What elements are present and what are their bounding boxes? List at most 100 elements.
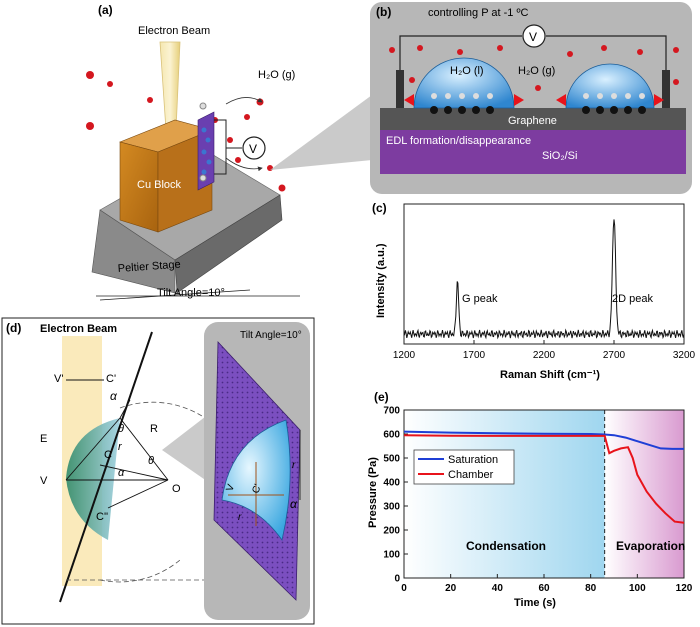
evaporation-label: Evaporation [616, 539, 685, 553]
ion-charges [431, 93, 645, 99]
condensation-label: Condensation [466, 539, 546, 553]
probe-tip [199, 174, 207, 182]
alpha-symbol-3d: α [290, 497, 298, 511]
panel-d-beam-label: Electron Beam [40, 323, 117, 335]
voltmeter-b [522, 24, 546, 48]
cu-block-label: Cu Block [137, 179, 182, 191]
pressure-y-tick-label: 400 [383, 478, 400, 489]
alpha-symbol-top: α [110, 389, 118, 403]
tilt-angle-d-label: Tilt Angle=10° [240, 330, 302, 341]
theta-symbol-top: θ [118, 423, 124, 435]
raman-spectrum-line [403, 219, 685, 340]
panel-d: (d) Electron Beam V' C' E V C C'' O R r … [1, 317, 315, 625]
vapor-molecules [389, 45, 679, 91]
panel-b-label: (b) [376, 5, 391, 19]
pressure-ylabel: Pressure (Pa) [367, 457, 379, 528]
point-o: O [172, 483, 181, 495]
voltmeter-a [242, 136, 266, 160]
peltier-front [91, 209, 176, 294]
pressure-legend [413, 449, 515, 485]
panel-a-label: (a) [98, 3, 113, 17]
pressure-y-tick-label: 500 [383, 454, 400, 465]
label-r-3d-lower: r [238, 512, 242, 523]
substrate-layer [380, 128, 686, 174]
pressure-y-tick-label: 300 [383, 502, 400, 513]
pressure-x-tick-label: 0 [401, 583, 407, 594]
label-r-3d-upper: r [292, 460, 296, 471]
peltier-stage-label: Peltier Stage [117, 259, 181, 275]
point-v-3d: V [224, 483, 237, 493]
panel-a: (a) Electron Beam H₂O (g) Peltier Stage … [86, 3, 372, 301]
evaporation-region [604, 410, 684, 578]
geometry-lines [65, 379, 169, 509]
panel-d-label: (d) [6, 321, 21, 335]
panel-b-title: controlling P at -1 ºC [428, 7, 528, 19]
expansion-arrows [404, 94, 664, 106]
edl-label: EDL formation/disappearance [386, 135, 531, 147]
raman-x-tick-label: 2200 [533, 350, 556, 361]
raman-x-tick-label: 2700 [603, 350, 626, 361]
droplet-cross-section [66, 418, 120, 540]
raman-2d-peak-label: 2D peak [612, 293, 653, 305]
pressure-x-tick-label: 40 [492, 583, 504, 594]
voltmeter-a-label: V [249, 142, 257, 156]
panel-b: (b) controlling P at -1 ºC V Graphene ED… [370, 2, 692, 194]
graphene-label: Graphene [508, 115, 557, 127]
panel-c: (c) Intensity (a.u.) Raman Shift (cm⁻¹) … [372, 201, 696, 381]
pressure-y-tick-label: 200 [383, 526, 400, 537]
pressure-y-tick-label: 100 [383, 550, 400, 561]
substrate-label: SiO₂/Si [542, 150, 577, 162]
zoom-connector-a [270, 95, 372, 170]
h2o-gas-b-label: H₂O (g) [518, 65, 555, 77]
sample-droplets [201, 127, 212, 175]
h2o-gas-label: H₂O (g) [258, 69, 295, 81]
panel-d-frame [1, 317, 315, 625]
panel-c-label: (c) [372, 201, 387, 215]
legend-saturation: Saturation [448, 454, 498, 466]
pressure-y-tick-label: 0 [394, 574, 400, 585]
panel-e-label: (e) [374, 390, 389, 404]
raman-plot-frame [403, 203, 685, 345]
circuit-wire [214, 119, 227, 175]
legend-chamber: Chamber [448, 469, 494, 481]
raman-xlabel: Raman Shift (cm⁻¹) [500, 369, 600, 381]
alpha-symbol-mid: α [118, 467, 125, 479]
voltmeter-b-label: V [529, 30, 537, 44]
graphene-charges [430, 106, 646, 114]
point-v-prime: V' [54, 373, 63, 385]
point-v: V [40, 475, 48, 487]
h2o-liquid-label: H₂O (l) [450, 65, 484, 77]
pressure-x-tick-label: 60 [538, 583, 550, 594]
peltier-side [174, 194, 283, 294]
raman-x-tick-label: 1700 [463, 350, 486, 361]
raman-x-ticks: 1200 1700 2200 2700 3200 [393, 340, 696, 361]
pressure-x-tick-label: 120 [676, 583, 693, 594]
saturation-series-line [403, 430, 684, 450]
point-c-double-prime: C'' [96, 511, 108, 523]
theta-symbol-mid: θ [148, 455, 154, 467]
pressure-y-tick-label: 600 [383, 430, 400, 441]
raman-x-tick-label: 1200 [393, 350, 416, 361]
point-c-prime-3d: C' [250, 483, 263, 495]
tilted-substrate-line [59, 331, 153, 603]
probe-tip [199, 102, 207, 110]
point-c-prime: C' [106, 373, 116, 385]
raman-x-tick-label: 3200 [673, 350, 696, 361]
graphene-layer [380, 108, 686, 130]
label-small-r: r [118, 441, 123, 453]
pressure-y-tick-label: 700 [383, 406, 400, 417]
pressure-x-tick-label: 20 [445, 583, 457, 594]
electron-beam-label: Electron Beam [138, 25, 210, 37]
raman-g-peak-label: G peak [462, 293, 498, 305]
point-e: E [40, 433, 47, 445]
raman-ylabel: Intensity (a.u.) [375, 243, 387, 318]
label-big-r: R [150, 423, 158, 435]
condensation-region [404, 410, 605, 578]
zoom-connector-d [162, 410, 214, 486]
tilt-angle-a-label: Tilt Angle=10° [157, 287, 225, 299]
pressure-x-tick-label: 100 [629, 583, 646, 594]
point-c: C [104, 449, 112, 461]
